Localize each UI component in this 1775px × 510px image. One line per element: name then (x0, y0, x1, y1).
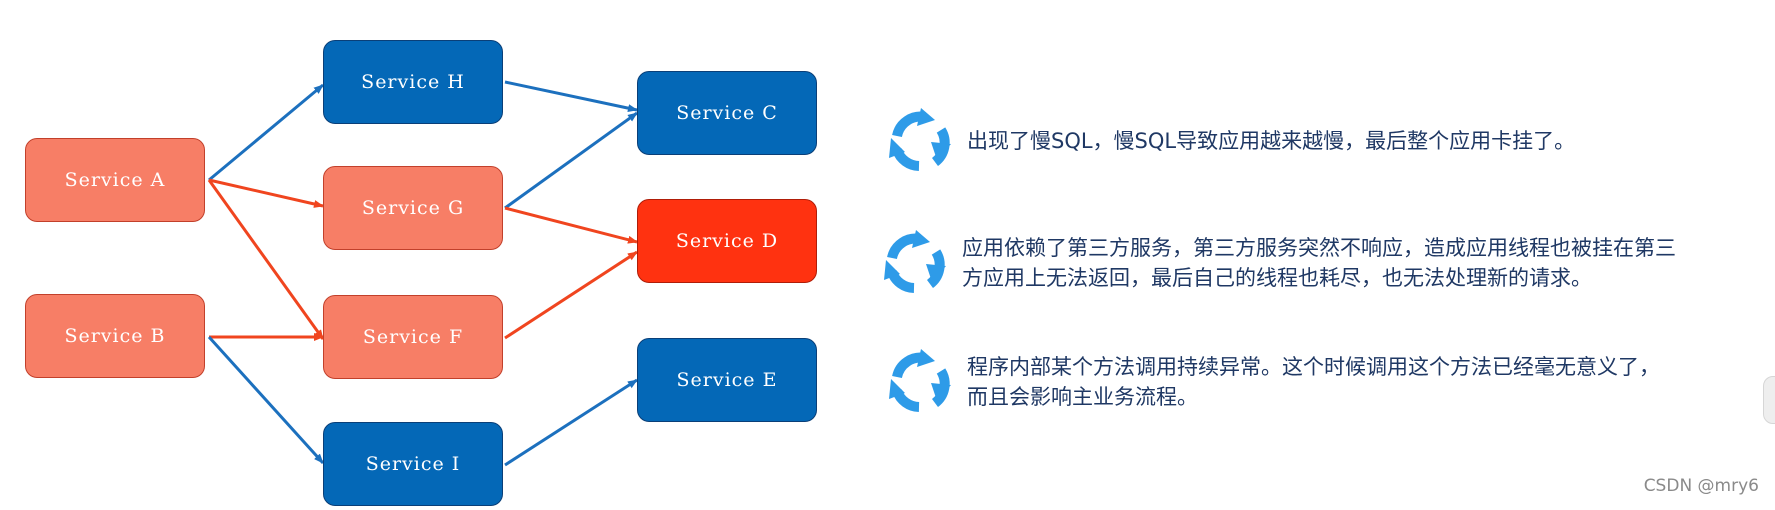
service-dependency-diagram: Service A Service B Service H Service G … (0, 0, 830, 510)
note-line: 方应用上无法返回，最后自己的线程也耗尽，也无法处理新的请求。 (962, 266, 1592, 290)
note-method-exception: 程序内部某个方法调用持续异常。这个时候调用这个方法已经毫无意义了， 而且会影响主… (885, 347, 1660, 417)
arrow-a-to-f (207, 179, 325, 340)
refresh-icon (884, 230, 946, 293)
note-third-party-service: 应用依赖了第三方服务，第三方服务突然不响应，造成应用线程也被挂在第三 方应用上无… (880, 228, 1676, 298)
service-b-node: Service B (25, 294, 205, 378)
arrow-a-to-g (208, 178, 324, 208)
note-line: 而且会影响主业务流程。 (967, 385, 1198, 409)
refresh-icon (889, 108, 951, 171)
refresh-icon (889, 349, 951, 412)
service-h-node: Service H (323, 40, 503, 124)
note-line: 程序内部某个方法调用持续异常。这个时候调用这个方法已经毫无意义了， (967, 355, 1660, 379)
service-d-node: Service D (637, 199, 817, 283)
service-g-node: Service G (323, 166, 503, 250)
arrow-a-to-h (208, 83, 324, 182)
service-i-node: Service I (323, 422, 503, 506)
arrow-h-to-c (504, 80, 638, 113)
note-text: 出现了慢SQL，慢SQL导致应用越来越慢，最后整个应用卡挂了。 (967, 126, 1575, 156)
note-text: 应用依赖了第三方服务，第三方服务突然不响应，造成应用线程也被挂在第三 方应用上无… (962, 233, 1676, 293)
arrow-g-to-d (504, 206, 638, 244)
arrow-b-to-i (207, 335, 325, 465)
arrow-i-to-e (504, 378, 638, 467)
service-e-node: Service E (637, 338, 817, 422)
note-text: 程序内部某个方法调用持续异常。这个时候调用这个方法已经毫无意义了， 而且会影响主… (967, 352, 1660, 412)
watermark: CSDN @mry6 (1643, 476, 1759, 496)
scroll-handle[interactable] (1763, 376, 1775, 424)
note-line: 应用依赖了第三方服务，第三方服务突然不响应，造成应用线程也被挂在第三 (962, 236, 1676, 260)
note-line: 出现了慢SQL，慢SQL导致应用越来越慢，最后整个应用卡挂了。 (967, 129, 1576, 153)
note-slow-sql: 出现了慢SQL，慢SQL导致应用越来越慢，最后整个应用卡挂了。 (885, 106, 1575, 176)
arrow-g-to-c (504, 111, 638, 210)
service-a-node: Service A (25, 138, 205, 222)
arrow-f-to-d (504, 250, 638, 340)
service-f-node: Service F (323, 295, 503, 379)
service-c-node: Service C (637, 71, 817, 155)
dependency-arrows (207, 80, 638, 467)
